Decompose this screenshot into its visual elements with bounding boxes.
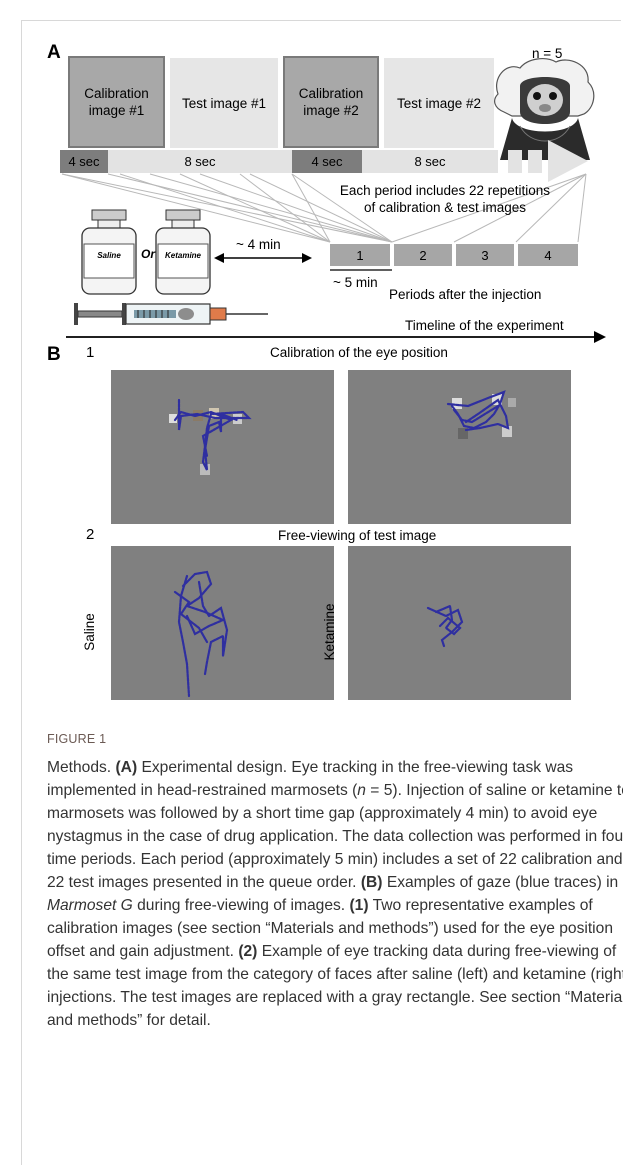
duration-4sec-1: 4 sec (60, 150, 108, 173)
period-note-line-1: Each period includes 22 repetitions (339, 183, 551, 198)
calibration-gaze-panel-right (348, 370, 571, 524)
vial-or-label: Or (140, 247, 155, 261)
test-image-1-box: Test image #1 (170, 58, 278, 148)
free-viewing-gaze-panel-saline (111, 546, 334, 700)
caption-part-7: Example of eye tracking data during free… (47, 943, 623, 1029)
vial-saline (81, 209, 137, 295)
n-label: n = 5 (532, 46, 563, 61)
calibration-gaze-panel-left (111, 370, 334, 524)
vial-ketamine-label: Ketamine (164, 251, 201, 260)
calibration-gaze-trace-left (169, 398, 252, 475)
row-1-title: Calibration of the eye position (270, 345, 448, 360)
calibration-image-1-box: Calibration image #1 (68, 56, 165, 148)
period-2-box: 2 (394, 244, 452, 266)
caption-part-3: = 5). Injection of saline or ketamine to… (47, 782, 623, 891)
row-2-title: Free-viewing of test image (278, 528, 437, 543)
panel-a-label: A (47, 42, 61, 63)
caption-ref-2: (2) (238, 943, 258, 960)
caption-ref-b: (B) (360, 874, 383, 891)
calibration-gaze-trace-right (446, 390, 516, 439)
periods-caption: Periods after the injection (389, 287, 542, 302)
gap-label: ~ 4 min (236, 237, 281, 252)
caption-part-6: Two representative examples of calibrati… (47, 897, 613, 960)
ketamine-side-label: Ketamine (322, 603, 337, 661)
caption-n-italic: n (357, 782, 366, 799)
test-image-2-box: Test image #2 (384, 58, 494, 148)
period-note-line-2: of calibration & test images (363, 200, 527, 215)
figure-label: FIGURE 1 (47, 732, 107, 746)
free-viewing-gaze-panel-ketamine (348, 546, 571, 700)
period-length-label: ~ 5 min (333, 275, 378, 290)
duration-8sec-2: 8 sec (362, 150, 498, 173)
caption-part-4: Examples of gaze (blue traces) in (382, 874, 619, 891)
duration-8sec-1: 8 sec (108, 150, 292, 173)
free-viewing-gaze-trace-ketamine (426, 604, 464, 648)
figure-frame (21, 20, 621, 1165)
marmoset-illustration (494, 58, 595, 160)
figure-caption: Methods. (A) Experimental design. Eye tr… (47, 756, 623, 1032)
period-3-box: 3 (456, 244, 514, 266)
caption-ref-1: (1) (349, 897, 369, 914)
period-note: Each period includes 22 repetitions of c… (285, 182, 605, 216)
row-1-number: 1 (86, 344, 95, 361)
caption-ref-a: (A) (115, 759, 138, 776)
caption-marmoset-italic: Marmoset G (47, 897, 133, 914)
caption-part-1: Methods. (47, 759, 116, 776)
syringe (74, 303, 268, 325)
caption-part-2: Experimental design. Eye tracking in the… (47, 759, 574, 799)
panel-a-lines (61, 140, 606, 343)
duration-4sec-2: 4 sec (292, 150, 362, 173)
row-2-number: 2 (86, 526, 95, 543)
period-4-box: 4 (518, 244, 578, 266)
period-1-box: 1 (330, 244, 390, 266)
saline-side-label: Saline (82, 613, 97, 651)
free-viewing-gaze-trace-saline (173, 570, 229, 698)
calibration-image-2-box: Calibration image #2 (283, 56, 379, 148)
timeline-label: Timeline of the experiment (405, 318, 564, 333)
vial-saline-label: Saline (97, 251, 121, 260)
panel-b-label: B (47, 344, 61, 365)
vial-ketamine (155, 209, 211, 295)
caption-part-5: during free-viewing of images. (132, 897, 350, 914)
